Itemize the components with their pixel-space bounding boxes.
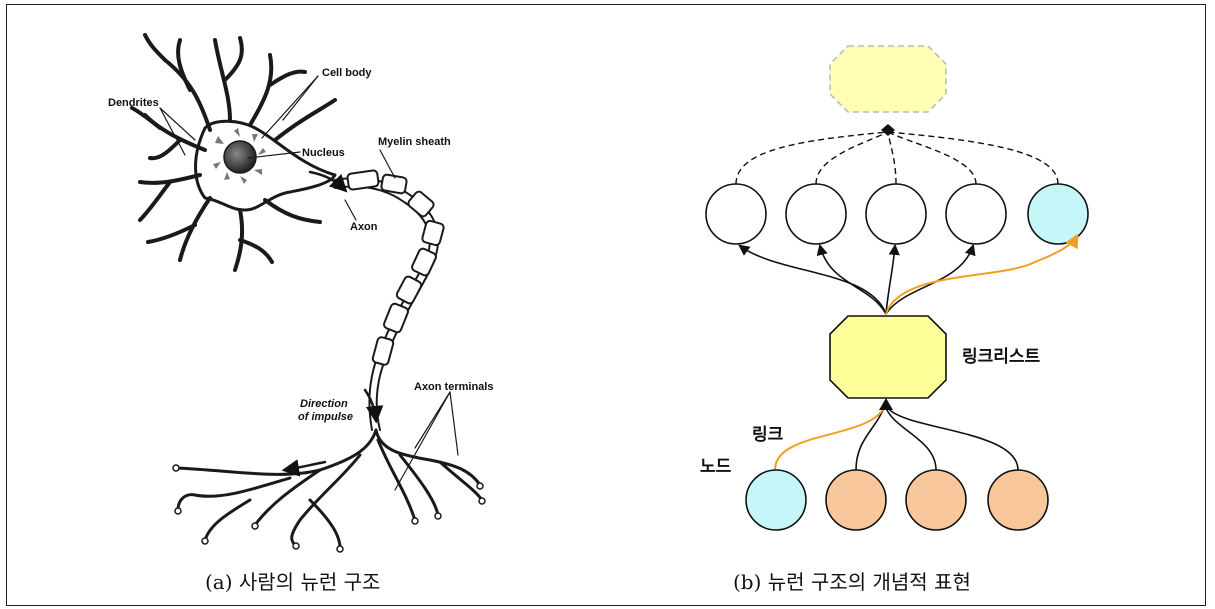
orange-link-top bbox=[886, 236, 1077, 314]
node-circle-5 bbox=[1028, 184, 1088, 244]
node-circle-orange-1 bbox=[826, 470, 886, 530]
label-axon: Axon bbox=[350, 221, 378, 233]
label-myelin-sheath: Myelin sheath bbox=[378, 136, 451, 148]
label-dendrites: Dendrites bbox=[108, 97, 159, 109]
label-cell-body: Cell body bbox=[322, 67, 372, 79]
node-circle-4 bbox=[946, 184, 1006, 244]
label-link: 링크 bbox=[752, 425, 784, 445]
label-linked-list: 링크리스트 bbox=[962, 347, 1041, 367]
node-circle-3 bbox=[866, 184, 926, 244]
node-row-top bbox=[706, 184, 1088, 244]
node-circle-orange-2 bbox=[906, 470, 966, 530]
label-axon-terminals: Axon terminals bbox=[414, 381, 493, 393]
caption-neuron: (a) 사람의 뉴런 구조 bbox=[205, 566, 380, 595]
neuron-illustration bbox=[132, 35, 485, 552]
label-direction-line2: of impulse bbox=[298, 411, 353, 423]
mid-arrowhead bbox=[879, 398, 893, 410]
concept-diagram bbox=[706, 46, 1088, 530]
node-circle-2 bbox=[786, 184, 846, 244]
node-circle-1 bbox=[706, 184, 766, 244]
linked-list-octagon bbox=[830, 316, 946, 398]
label-direction-line1: Direction bbox=[300, 398, 348, 410]
nucleus bbox=[224, 141, 256, 173]
dashed-connectors bbox=[736, 132, 1058, 184]
label-nucleus: Nucleus bbox=[302, 147, 345, 159]
links-from-bottom bbox=[856, 408, 1018, 470]
top-octagon bbox=[830, 46, 946, 112]
orange-link-bottom bbox=[775, 406, 885, 470]
links-to-top bbox=[740, 246, 973, 314]
label-node: 노드 bbox=[700, 457, 732, 477]
node-circle-orange-3 bbox=[988, 470, 1048, 530]
caption-concept: (b) 뉴런 구조의 개념적 표현 bbox=[733, 566, 971, 595]
node-row-bottom bbox=[746, 470, 1048, 530]
node-circle-cyan bbox=[746, 470, 806, 530]
axon-terminals bbox=[175, 430, 482, 548]
